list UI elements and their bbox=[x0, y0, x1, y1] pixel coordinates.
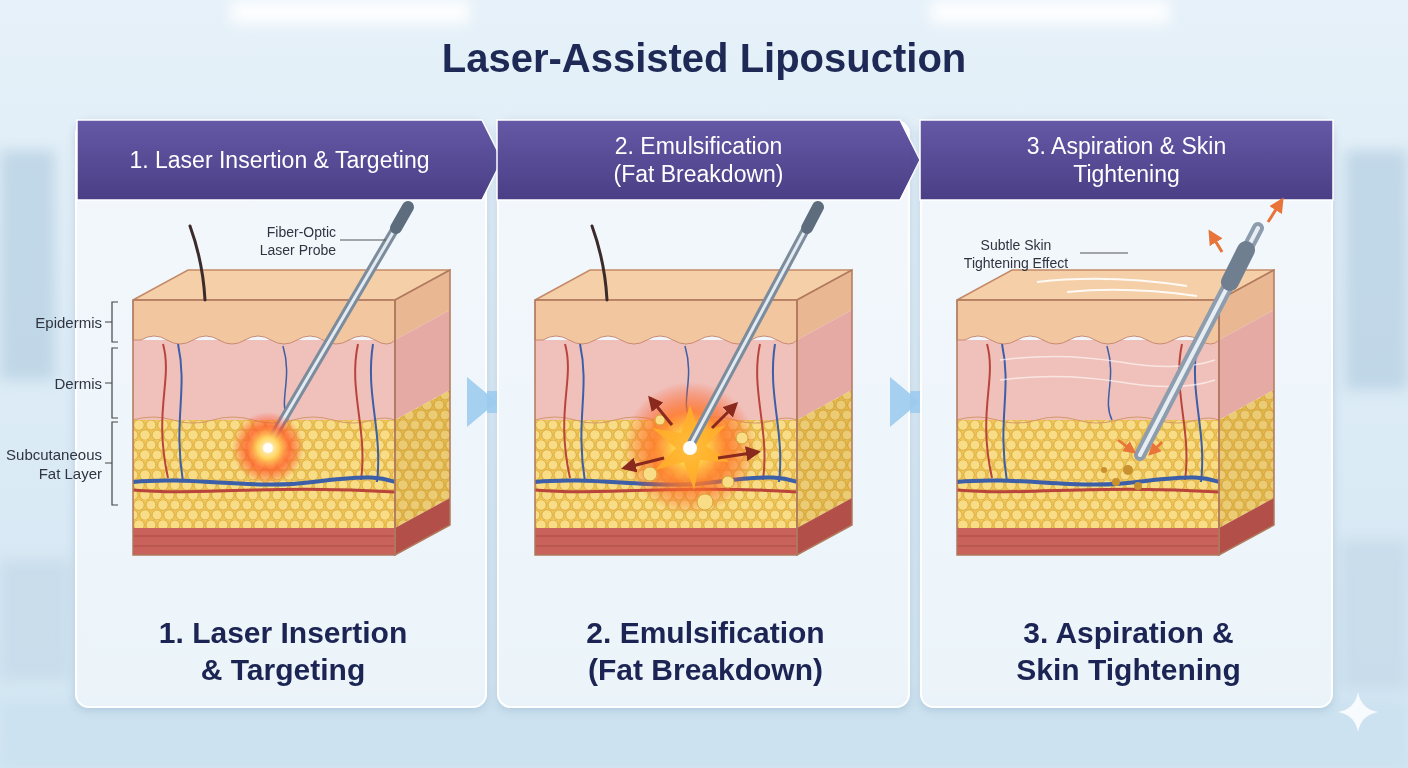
fat-fragment bbox=[1101, 467, 1107, 473]
layer-bracket bbox=[105, 302, 118, 342]
fat-fragment bbox=[697, 494, 713, 510]
banner-shape bbox=[920, 120, 1333, 200]
emulsion-arrow bbox=[718, 452, 758, 458]
suction-arrow bbox=[1118, 440, 1134, 452]
layer-bracket bbox=[105, 422, 118, 505]
emulsion-arrow bbox=[712, 404, 736, 428]
floor bbox=[0, 700, 1408, 768]
tightening-line bbox=[1000, 356, 1215, 366]
flow-arrow bbox=[910, 391, 920, 413]
emulsion-arrow bbox=[624, 458, 664, 468]
hair bbox=[592, 226, 607, 300]
step-panel: 1. Laser Insertion & Targeting 1. Laser I… bbox=[75, 120, 487, 708]
diagram-title: Laser-Assisted Liposuction bbox=[0, 34, 1408, 82]
fat-fragment bbox=[736, 432, 748, 444]
wall-monitor bbox=[0, 150, 55, 380]
fat-fragment bbox=[1112, 478, 1120, 486]
suction-cannula bbox=[1140, 228, 1258, 455]
step-banner: 2. Emulsification (Fat Breakdown) bbox=[497, 120, 920, 200]
step-caption: 2. Emulsification (Fat Breakdown) bbox=[576, 614, 836, 688]
cannula-highlight bbox=[1140, 228, 1258, 455]
leader-line bbox=[1080, 253, 1128, 254]
step-heading: 1. Laser Insertion & Targeting bbox=[90, 146, 470, 174]
emulsion-arrow bbox=[650, 398, 672, 425]
laser-probe bbox=[692, 212, 815, 442]
ceiling-light bbox=[930, 0, 1170, 24]
hair bbox=[190, 226, 205, 300]
probe-highlight bbox=[270, 212, 405, 442]
probe-highlight bbox=[692, 212, 815, 442]
laser-tip bbox=[683, 441, 697, 455]
tightening-line bbox=[1000, 376, 1215, 386]
fat-fragment bbox=[655, 415, 665, 425]
ceiling-light bbox=[230, 0, 470, 24]
burst-star bbox=[652, 405, 730, 490]
laser-glow bbox=[232, 412, 304, 484]
skin-block bbox=[535, 270, 852, 555]
motion-arrow bbox=[1268, 200, 1282, 222]
step-panel: 3. Aspiration & Skin Tightening 3. Aspira… bbox=[920, 120, 1333, 708]
equipment-cart bbox=[0, 560, 70, 680]
fat-fragment bbox=[722, 476, 734, 488]
step-caption: 1. Laser Insertion & Targeting bbox=[153, 614, 413, 688]
fat-fragment bbox=[1123, 465, 1133, 475]
motion-arrow bbox=[1210, 232, 1222, 252]
wall-monitor bbox=[1345, 150, 1408, 390]
step-heading: 2. Emulsification (Fat Breakdown) bbox=[594, 132, 804, 188]
suction-arrow bbox=[1150, 442, 1162, 454]
banner-shape bbox=[497, 120, 920, 200]
tightening-line bbox=[1037, 279, 1187, 286]
step-banner: 1. Laser Insertion & Targeting bbox=[77, 120, 502, 200]
step-caption: 3. Aspiration & Skin Tightening bbox=[999, 614, 1259, 688]
fat-fragment bbox=[643, 467, 657, 481]
cannula-connector bbox=[1230, 250, 1246, 282]
laser-burst bbox=[624, 382, 756, 514]
banner-outline bbox=[920, 120, 1333, 200]
banner-outline bbox=[497, 120, 920, 200]
step-banner: 3. Aspiration & Skin Tightening bbox=[920, 120, 1333, 200]
probe-handle bbox=[807, 207, 818, 228]
layer-bracket bbox=[105, 348, 118, 418]
skin-block bbox=[133, 270, 450, 555]
flow-arrow bbox=[487, 391, 497, 413]
step-heading: 3. Aspiration & Skin Tightening bbox=[1022, 132, 1232, 188]
skin-block bbox=[957, 270, 1274, 555]
step-panel: 2. Emulsification (Fat Breakdown) 2. Emul… bbox=[497, 120, 910, 708]
laser-tip bbox=[263, 443, 273, 453]
fat-fragment bbox=[1134, 482, 1142, 490]
sparkle-mark bbox=[1338, 692, 1378, 732]
leader-line bbox=[340, 240, 386, 241]
laser-probe bbox=[270, 212, 405, 442]
equipment-cart bbox=[1340, 540, 1408, 690]
tightening-line bbox=[1067, 290, 1197, 296]
banner-shape bbox=[77, 120, 502, 200]
probe-handle bbox=[396, 207, 408, 228]
